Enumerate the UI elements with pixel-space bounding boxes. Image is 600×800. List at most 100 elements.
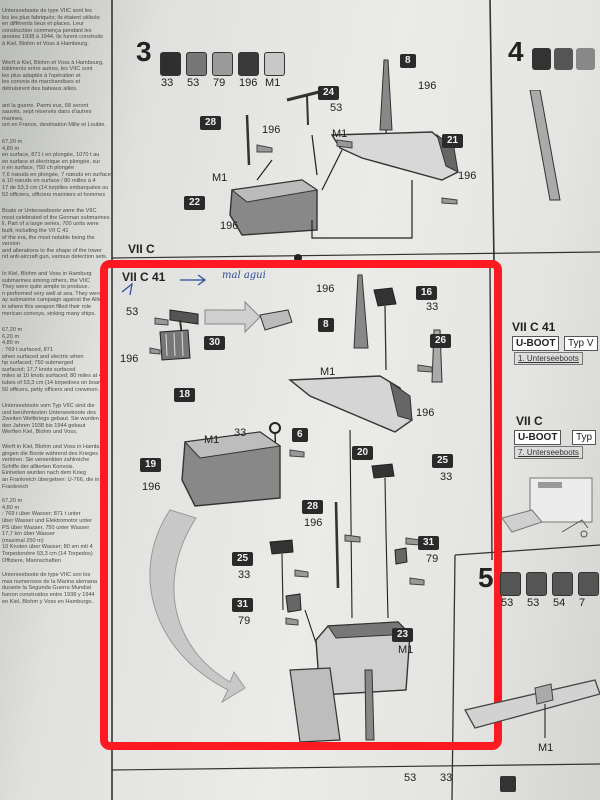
text-line: In Kiel, Blohm and Voss in Hamburg — [2, 271, 92, 277]
text-line: of the era, the most notable being the v… — [2, 234, 95, 248]
step-3-diagram — [229, 59, 459, 260]
paint-pot — [578, 572, 599, 596]
paint-pot — [186, 52, 207, 76]
part-31-b: 31 — [232, 598, 254, 612]
step-5-number: 5 — [478, 562, 494, 593]
right-vii-c: VII C — [516, 414, 543, 428]
text-line: construction commença pendant les — [2, 27, 92, 34]
main-code-33-a: 33 — [426, 301, 439, 313]
text-line: les les plus fabriqués; ils étaient util… — [2, 14, 100, 21]
red-highlight-frame — [100, 260, 502, 750]
text-line: ont en France, destination Mille et Loub… — [2, 122, 106, 129]
paint-code: 196 — [239, 77, 258, 89]
text-line: Boats or Unterseeboote were the VIIC — [2, 208, 97, 215]
bottom-33: 33 — [440, 772, 453, 784]
text-line: 67,20 m — [2, 327, 23, 334]
main-code-79-a: 79 — [426, 553, 439, 565]
vii-c-top-title: VII C — [128, 242, 155, 256]
text-line: Einheiten wurden nach dem Krieg — [2, 470, 86, 477]
part-6: 6 — [292, 428, 308, 442]
text-line: ay submarine campaign against the Allied — [2, 297, 106, 304]
paint-code: 33 — [161, 77, 174, 89]
text-line: 4,80 m — [2, 340, 20, 347]
main-m1-b: M1 — [204, 434, 220, 446]
part-19: 19 — [140, 458, 162, 472]
text-line: Unterseeboote de type VIIC sont les — [2, 8, 92, 14]
text-line: Unterseeboote vom Typ VIIC sind die — [2, 403, 95, 410]
text-line: Torpedorohre 53,3 cm (14 Torpedos) — [2, 550, 93, 557]
main-code-196-e: 196 — [304, 517, 323, 529]
paint-pot — [238, 52, 259, 76]
text-line: ll. Part of a large series, 700 units we… — [2, 221, 99, 228]
right-vii-c41: VII C 41 — [512, 320, 556, 334]
right-unterseeboot-2: 7. Unterseeboots — [514, 446, 583, 459]
text-line: 6,20 m — [2, 333, 20, 340]
main-m1-a: M1 — [320, 366, 336, 378]
paint-code: 53 — [501, 597, 514, 609]
text-line: Werft à Kiel, Blohm et Voss à Hambourg, — [2, 59, 104, 66]
right-typ-1: Typ V — [564, 336, 598, 351]
text-line: merican convoys, sinking many ships. — [2, 310, 96, 317]
part-28-step3: 28 — [200, 116, 222, 130]
text-line: fueron construidos entre 1938 y 1944 — [2, 591, 95, 598]
text-line: PS über Wasser, 750 unter Wasser — [2, 524, 90, 531]
text-line: Werft in Kiel, Blohm und Voss in Hamburg — [2, 444, 107, 451]
step-4-number: 4 — [508, 36, 524, 67]
code-196-a: 196 — [418, 80, 437, 92]
text-line: und berühmtesten Unterseeboote des — [2, 409, 96, 416]
step-5-hull — [464, 679, 600, 738]
step-4-diagram — [529, 90, 561, 201]
text-line: : 769 t surfaced, 871 — [2, 346, 53, 353]
text-line: Schiffe der alliierten Konvois. — [2, 463, 75, 470]
text-line: à 10 nœuds en surface / 80 milles à 4 — [2, 178, 96, 185]
text-line: and alterations to the shape of the towe… — [2, 247, 102, 254]
text-line: n en surface, 750 ch plongée — [2, 165, 75, 172]
handwritten-note: mal agui — [222, 270, 266, 281]
part-18: 18 — [174, 388, 196, 402]
text-line: Offiziere, Mannschaften — [2, 557, 61, 564]
paint-code: 53 — [527, 597, 540, 609]
text-line: n performed very well at sea. They were — [2, 290, 102, 297]
text-line: Zweiten Weltkriegs gebaut. Sie wurden in — [2, 416, 105, 423]
text-line: den Jahren 1938 bis 1944 gebaut — [2, 422, 86, 429]
main-code-33-d: 33 — [238, 569, 251, 581]
text-line: 10 Knoten über Wasser; 80 sm mit 4 — [2, 544, 93, 551]
paint-pot — [264, 52, 285, 76]
text-block-2: Werft à Kiel, Blohm et Voss à Hambourg,b… — [2, 60, 114, 93]
paint-code: 54 — [553, 597, 566, 609]
code-196-c: 196 — [458, 170, 477, 182]
bottom-emblem — [500, 776, 516, 792]
part-31-a: 31 — [418, 536, 440, 550]
main-code-79-b: 79 — [238, 615, 251, 627]
text-line: ant la guerre. Parmi eux, 68 seront — [2, 102, 89, 109]
m1-b: M1 — [212, 172, 228, 184]
text-line: verloren. Sie versenkten zahlreiche — [2, 457, 90, 464]
text-line: 4,80 m — [2, 145, 20, 152]
text-line: : 769 t über Wasser; 871 t unter — [2, 511, 81, 518]
code-53-step3: 53 — [330, 102, 343, 114]
text-line: en Kiel, Blohm y Voss en Hamburgo. — [2, 598, 94, 605]
text-line: en surface, 871 t en plongée, 1070 t au — [2, 152, 100, 159]
part-20: 20 — [352, 446, 374, 460]
main-code-196: 196 — [316, 283, 335, 295]
text-line: when surfaced and electric when — [2, 353, 84, 360]
text-line: 17 de 53,3 cm (14 torpilles embarquées o… — [2, 185, 109, 192]
text-line: 4,80 m — [2, 504, 20, 511]
right-typ-2: Typ — [572, 430, 597, 445]
right-decal-sheet — [502, 477, 593, 538]
right-unterseeboot-1: 1. Unterseeboots — [514, 352, 583, 365]
part-24: 24 — [318, 86, 340, 100]
text-line: Werften Kiel, Blohm und Voss. — [2, 429, 78, 436]
text-line: sauvés, sept réservés dans d'autres mari… — [2, 109, 92, 122]
step-3-number: 3 — [136, 36, 152, 67]
text-line: 50 officers, petty officers and crewmen. — [2, 386, 100, 393]
text-line: Unterseeboote de type VIIC son los — [2, 572, 91, 579]
